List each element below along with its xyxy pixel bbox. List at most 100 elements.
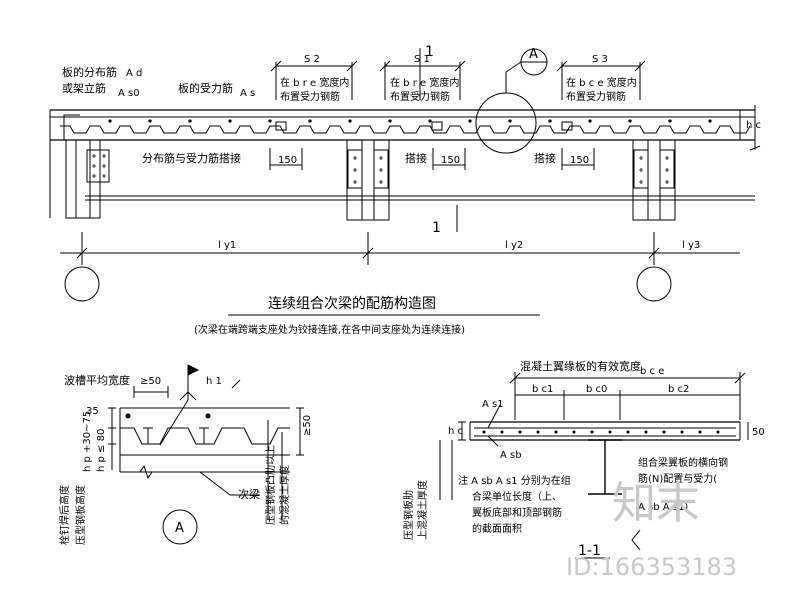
label-bc2: b c2 xyxy=(668,384,689,395)
label-bre-1b: 布置受力钢筋 xyxy=(280,90,340,103)
note-right-2: 筋(N)配置与受力( xyxy=(638,472,717,485)
detail-a-bubble xyxy=(162,509,198,545)
note-right-1: 组合梁翼板的横向钢 xyxy=(638,456,728,469)
leader-line-a xyxy=(159,399,189,446)
label-bc0: b c0 xyxy=(586,384,607,395)
main-elevation xyxy=(49,48,761,316)
label-section-hc: h c xyxy=(448,426,463,437)
label-ge50: ≥50 xyxy=(140,376,161,387)
rebar-dots xyxy=(108,119,712,123)
label-or-frame-bar: 或架立筋 xyxy=(62,81,106,95)
label-hc: h c xyxy=(746,120,761,131)
main-subtitle: (次梁在端跨端支座处为铰接连接,在各中间支座处为连续连接) xyxy=(194,323,465,336)
right-break xyxy=(749,105,761,151)
callout-a-label: A xyxy=(529,47,538,62)
label-s1: S 1 xyxy=(414,54,430,65)
label-slab-stress-bar: 板的受力筋 xyxy=(178,81,233,95)
dim-s3 xyxy=(556,60,646,100)
label-dim-50: ≥50 xyxy=(302,415,313,436)
flag-symbol xyxy=(187,364,200,400)
label-as: A s xyxy=(240,88,255,99)
section-i-beam xyxy=(588,439,622,495)
deck-profile xyxy=(60,125,751,134)
watermark-brand: 知末 xyxy=(612,478,700,529)
label-s3: S 3 xyxy=(592,54,608,65)
label-bre-3a: 在 b c e 宽度内 xyxy=(566,76,637,89)
detail-a-drawing xyxy=(108,364,304,545)
shear-studs xyxy=(143,427,209,444)
label-bre-2a: 在 b r e 宽度内 xyxy=(390,76,459,89)
watermark-id: ID:166353183 xyxy=(566,553,737,581)
grid-bubble-2 xyxy=(636,266,672,302)
label-h1: h 1 xyxy=(206,376,222,387)
detail-deck-profile xyxy=(120,427,290,445)
dim-150-b: 150 xyxy=(441,155,460,166)
label-as1: A s1 xyxy=(482,399,504,410)
main-elevation-labels: 板的分布筋 A d 或架立筋 A s0 板的受力筋 A s S 2 S 1 S … xyxy=(62,44,761,336)
note-right-3: A sb A s1) xyxy=(638,502,688,513)
note-line-3: 翼板底部和顶部钢筋 xyxy=(472,506,562,519)
label-bre-3b: 布置受力钢筋 xyxy=(566,90,626,103)
label-hp-range: h p +30~75 xyxy=(82,411,93,472)
label-bce: b c e xyxy=(640,366,664,377)
dim-150-a: 150 xyxy=(278,155,297,166)
span-dims xyxy=(60,232,740,265)
detail-a-bubble-label: A xyxy=(175,521,184,536)
label-ad: A d xyxy=(126,68,142,79)
label-lap-2: 搭接 xyxy=(534,152,556,165)
section-1-1-labels: 混凝土翼缘板的有效宽度 b c e b c1 b c0 b c2 A s1 A … xyxy=(402,359,765,559)
label-effective-width: 混凝土翼缘板的有效宽度 xyxy=(520,359,641,373)
label-bre-2b: 布置受力钢筋 xyxy=(390,90,450,103)
lap-marker-3 xyxy=(561,121,573,131)
support-right xyxy=(632,139,676,221)
section-1-label-bottom: 1 xyxy=(432,220,441,236)
lap-marker-1 xyxy=(275,121,287,131)
label-ly2: l y2 xyxy=(505,240,523,251)
lap-marker-2 xyxy=(431,121,443,131)
label-bre-1a: 在 b r e 宽度内 xyxy=(280,76,349,89)
detail-a-circle xyxy=(475,92,537,154)
beam-leader xyxy=(199,471,231,496)
section-1-1-drawing xyxy=(439,372,749,559)
main-title: 连续组合次梁的配筋构造图 xyxy=(268,295,436,312)
detail-a-labels: 波槽平均宽度 ≥50 h 1 35 ≥50 h p +30~75 h p ≤ 8… xyxy=(58,373,313,545)
dim-150-marks xyxy=(269,148,595,170)
label-rib-concrete-1: 压型钢板肋 xyxy=(402,490,415,540)
note-line-1: 注 A sb A s1 分别为在组 xyxy=(458,474,571,487)
label-rib-concrete-2: 上混凝土厚度 xyxy=(416,480,429,540)
support-middle xyxy=(346,139,390,221)
label-35: 35 xyxy=(86,406,99,417)
grid-bubble-1 xyxy=(64,266,100,302)
label-concrete-thickness: 的混凝土厚度 xyxy=(278,465,291,525)
dim-s1 xyxy=(379,60,466,100)
dim-s2 xyxy=(270,60,358,100)
label-as0: A s0 xyxy=(118,88,140,99)
watermark: 知末 ID:166353183 xyxy=(566,478,737,581)
label-secondary-beam: 次梁 xyxy=(238,487,260,501)
label-concrete-above-rib: 压型钢板凸肋以上 xyxy=(264,445,277,525)
label-stud-height: 栓钉焊后高度 xyxy=(58,485,71,545)
label-slab-dist-bar: 板的分布筋 xyxy=(62,65,117,79)
label-s2: S 2 xyxy=(304,54,320,65)
dim-150-c: 150 xyxy=(570,155,589,166)
label-section-50: 50 xyxy=(752,427,765,438)
end-hook-bar xyxy=(63,114,80,140)
label-bc1: b c1 xyxy=(532,384,553,395)
section-title: 1-1 xyxy=(578,543,601,559)
note-line-2: 合梁单位长度（上、 xyxy=(472,490,562,503)
note-line-4: 的截面面积 xyxy=(472,522,522,535)
bolt-marks xyxy=(92,154,669,184)
label-asb: A sb xyxy=(500,450,522,461)
detail-break xyxy=(139,464,153,480)
label-ly1: l y1 xyxy=(218,240,236,251)
label-rib-width: 波槽平均宽度 xyxy=(64,373,130,387)
label-overlap: 分布筋与受力筋搭接 xyxy=(142,151,241,165)
label-lap-1: 搭接 xyxy=(405,152,427,165)
label-deck-height: 压型钢板高度 xyxy=(74,485,87,545)
label-hp-le80: h p ≤ 80 xyxy=(96,429,107,472)
section-rebar-dots xyxy=(482,430,720,434)
section-1-label-top: 1 xyxy=(425,44,434,60)
stud-dot xyxy=(205,413,211,419)
label-ly3: l y3 xyxy=(682,240,700,251)
